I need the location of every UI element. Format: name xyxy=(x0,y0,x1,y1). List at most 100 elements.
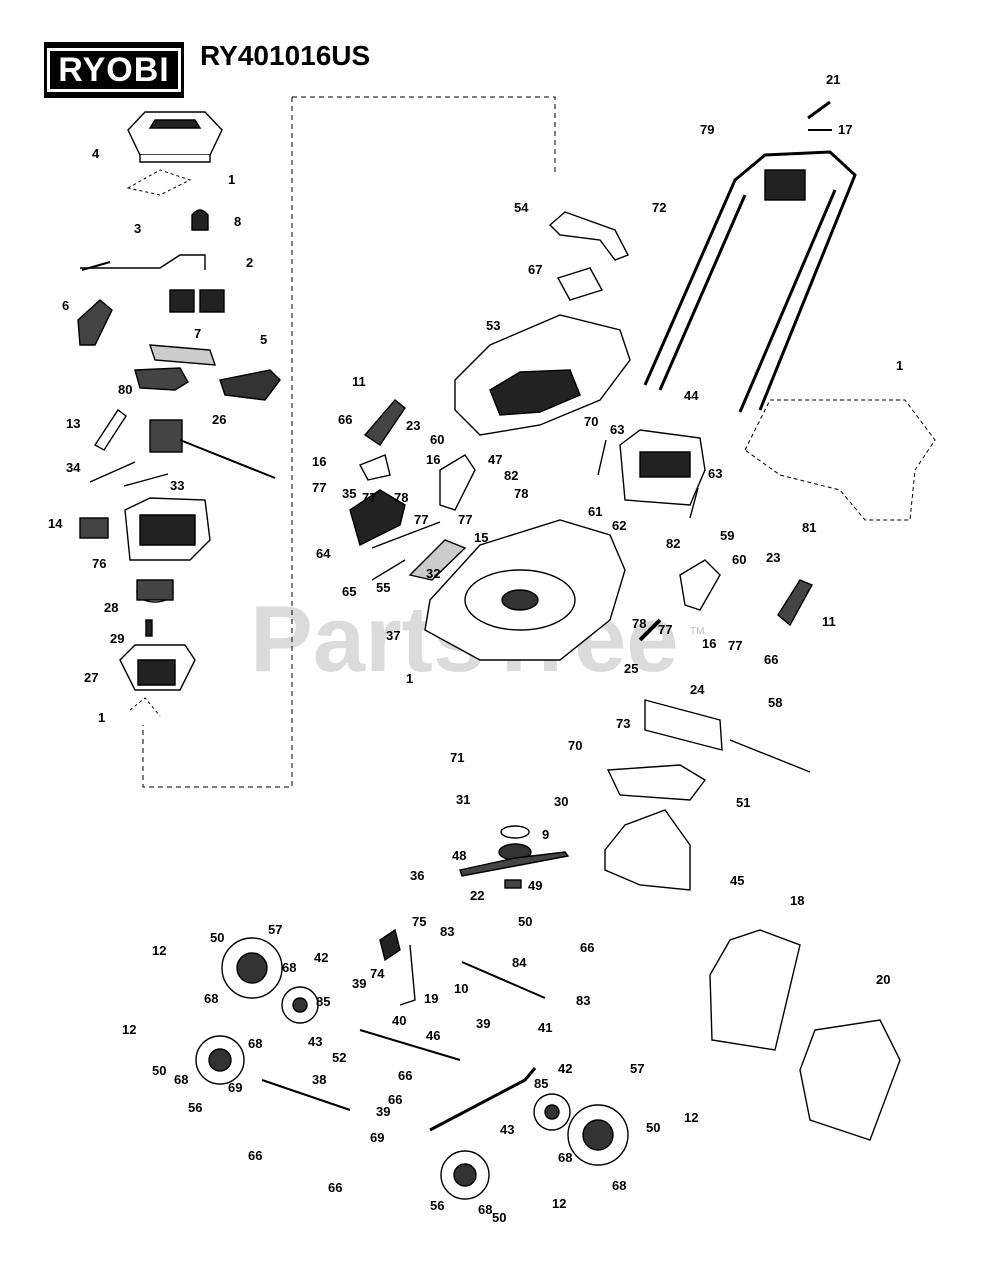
callout-c16b: 16 xyxy=(426,452,440,467)
part-29-pin xyxy=(145,619,153,637)
watermark-trademark: TM xyxy=(690,626,705,637)
rod-63a xyxy=(597,439,607,476)
spring-25 xyxy=(638,618,662,642)
callout-c66b: 66 xyxy=(764,652,778,667)
axle-41 xyxy=(429,1067,537,1132)
bracket-59 xyxy=(679,559,721,611)
handle-assembly-part xyxy=(643,150,857,413)
callout-c12a: 12 xyxy=(152,943,166,958)
rod-19 xyxy=(399,944,416,1006)
callout-c68b: 68 xyxy=(204,991,218,1006)
callout-c16c: 16 xyxy=(702,636,716,651)
bracket-46 xyxy=(359,1029,461,1061)
callout-c11a: 11 xyxy=(352,374,366,389)
callout-c31: 31 xyxy=(456,792,470,807)
callout-c39b: 39 xyxy=(476,1016,490,1031)
callout-c41: 41 xyxy=(538,1020,552,1035)
axle-84 xyxy=(461,961,546,999)
callout-c69a: 69 xyxy=(228,1080,242,1095)
callout-c50d: 50 xyxy=(152,1063,166,1078)
callout-c46: 46 xyxy=(426,1028,440,1043)
callout-c68c: 68 xyxy=(248,1036,262,1051)
callout-c23b: 23 xyxy=(766,550,780,565)
battery-terminal-part xyxy=(80,254,225,313)
mower-deck-part xyxy=(424,519,626,661)
cover-plate-67 xyxy=(556,267,604,301)
callout-c61: 61 xyxy=(588,504,602,519)
callout-c81: 81 xyxy=(802,520,816,535)
callout-c55: 55 xyxy=(376,580,390,595)
callout-c68a: 68 xyxy=(282,960,296,975)
callout-c70b: 70 xyxy=(568,738,582,753)
callout-c42a: 42 xyxy=(314,950,328,965)
wire-34 xyxy=(89,461,136,483)
callout-c12d: 12 xyxy=(552,1196,566,1211)
callout-c5: 5 xyxy=(260,332,267,347)
callout-c18: 18 xyxy=(790,893,804,908)
bracket-47 xyxy=(439,454,476,511)
callout-c65: 65 xyxy=(342,584,356,599)
callout-c44: 44 xyxy=(684,388,699,403)
callout-c67: 67 xyxy=(528,262,542,277)
callout-c63b: 63 xyxy=(708,466,722,481)
callout-c12c: 12 xyxy=(684,1110,698,1125)
callout-c49: 49 xyxy=(528,878,542,893)
blade-assembly xyxy=(459,825,570,889)
callout-c74: 74 xyxy=(370,966,385,981)
callout-c34: 34 xyxy=(66,460,81,475)
callout-c78b: 78 xyxy=(514,486,528,501)
upper-deck-part xyxy=(454,314,631,436)
callout-c63a: 63 xyxy=(610,422,624,437)
grass-bag-20 xyxy=(799,1019,901,1141)
callout-c77a: 77 xyxy=(312,480,326,495)
latch-part xyxy=(191,209,209,231)
motor-base-part xyxy=(119,644,196,691)
callout-c78a: 78 xyxy=(394,490,408,505)
callout-c8: 8 xyxy=(234,214,241,229)
callout-c3: 3 xyxy=(134,221,141,236)
callout-c4: 4 xyxy=(92,146,100,161)
callout-c19: 19 xyxy=(424,991,438,1006)
side-guard-right xyxy=(219,369,281,401)
motor-housing-part xyxy=(124,497,211,561)
rod-15 xyxy=(371,521,441,549)
callout-c33: 33 xyxy=(170,478,184,493)
callout-c85a: 85 xyxy=(316,994,330,1009)
callout-c1c: 1 xyxy=(406,671,413,686)
callout-c72: 72 xyxy=(652,200,666,215)
flap-55 xyxy=(408,539,467,581)
callout-c77d: 77 xyxy=(458,512,472,527)
rod-58 xyxy=(729,739,811,773)
callout-c36: 36 xyxy=(410,868,424,883)
callout-c7: 7 xyxy=(194,326,201,341)
callout-c60b: 60 xyxy=(732,552,746,567)
callout-c39c: 39 xyxy=(376,1104,390,1119)
bag-frame-18 xyxy=(709,929,801,1051)
callout-c57b: 57 xyxy=(630,1061,644,1076)
part-21 xyxy=(807,100,831,120)
callout-c75: 75 xyxy=(412,914,426,929)
callout-c6: 6 xyxy=(62,298,69,313)
callout-c35: 35 xyxy=(342,486,356,501)
callout-c12b: 12 xyxy=(122,1022,136,1037)
callout-c23a: 23 xyxy=(406,418,420,433)
callout-c83a: 83 xyxy=(440,924,454,939)
callout-c68f: 68 xyxy=(612,1178,626,1193)
callout-c43b: 43 xyxy=(500,1122,514,1137)
callout-c14: 14 xyxy=(48,516,63,531)
callout-c50e: 50 xyxy=(492,1210,506,1225)
lever-74 xyxy=(379,928,401,962)
callout-c47: 47 xyxy=(488,452,502,467)
callout-c40: 40 xyxy=(392,1013,406,1028)
callout-c78c: 78 xyxy=(632,616,646,631)
rod-63b xyxy=(689,487,699,519)
callout-c25: 25 xyxy=(624,661,638,676)
callout-c11b: 11 xyxy=(822,614,836,629)
callout-c37: 37 xyxy=(386,628,400,643)
callout-c66d: 66 xyxy=(398,1068,412,1083)
wheel-57a xyxy=(221,937,283,999)
callout-c58: 58 xyxy=(768,695,782,710)
side-guard-left xyxy=(77,299,113,346)
callout-c62: 62 xyxy=(612,518,626,533)
callout-c28: 28 xyxy=(104,600,118,615)
